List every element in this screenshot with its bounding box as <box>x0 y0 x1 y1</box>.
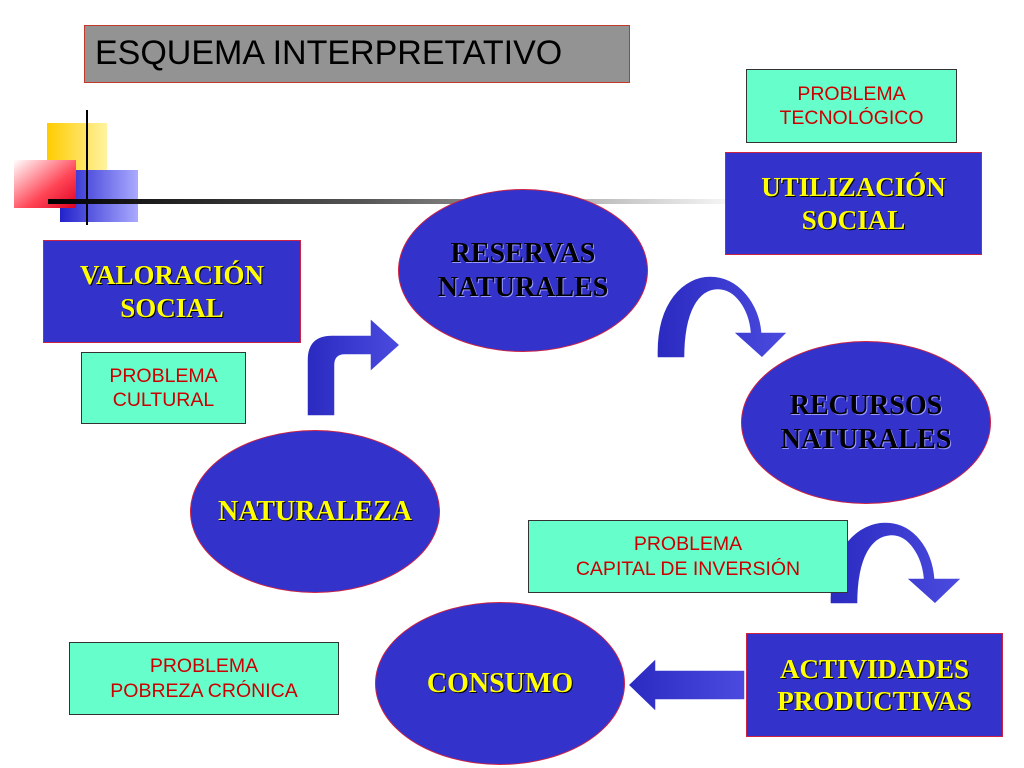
node-line: NATURALES <box>780 423 952 455</box>
node-line: RESERVAS <box>450 237 596 269</box>
problem-label: PROBLEMA <box>797 82 906 105</box>
node-line: NATURALES <box>437 271 609 303</box>
problem-label: PROBLEMA <box>633 533 743 556</box>
arrow-reservas-to-recursos <box>656 275 790 360</box>
node-naturaleza: NATURALEZA <box>190 430 440 593</box>
box-line: ACTIVIDADES <box>779 653 970 684</box>
box-valoracion-social: VALORACIÓN SOCIAL <box>43 240 301 343</box>
problem-cultural: PROBLEMA CULTURAL <box>81 352 246 424</box>
node-line: RECURSOS <box>789 389 943 421</box>
node-reservas-naturales: RESERVAS NATURALES <box>398 189 648 352</box>
arrow-recursos-to-actividades <box>829 521 964 606</box>
arrow-naturaleza-to-reservas <box>306 316 402 417</box>
corner-ornament <box>14 110 138 225</box>
problem-label: PROBLEMA <box>149 655 259 678</box>
box-line: PRODUCTIVAS <box>777 686 972 716</box>
node-line: CONSUMO <box>426 667 574 699</box>
problem-capital: PROBLEMA CAPITAL DE INVERSIÓN <box>528 520 848 593</box>
horizontal-rule <box>48 199 748 204</box>
box-actividades-productivas: ACTIVIDADES PRODUCTIVAS <box>746 633 1003 737</box>
title-box: ESQUEMA INTERPRETATIVO <box>84 25 630 83</box>
problem-tecnologico: PROBLEMA TECNOLÓGICO <box>746 69 957 143</box>
problem-detail: CULTURAL <box>112 389 215 411</box>
problem-detail: CAPITAL DE INVERSIÓN <box>575 557 801 580</box>
box-line: UTILIZACIÓN <box>761 172 946 203</box>
problem-label: PROBLEMA <box>109 364 218 387</box>
node-consumo: CONSUMO <box>375 602 625 765</box>
problem-detail: POBREZA CRÓNICA <box>110 679 298 702</box>
problem-detail: TECNOLÓGICO <box>779 107 924 129</box>
box-line: SOCIAL <box>801 204 906 235</box>
page-title: ESQUEMA INTERPRETATIVO <box>95 34 563 72</box>
problem-pobreza: PROBLEMA POBREZA CRÓNICA <box>69 642 339 715</box>
box-line: VALORACIÓN <box>79 260 265 291</box>
box-line: SOCIAL <box>120 292 224 323</box>
node-recursos-naturales: RECURSOS NATURALES <box>741 341 991 504</box>
box-utilizacion-social: UTILIZACIÓN SOCIAL <box>725 152 982 255</box>
arrow-actividades-to-consumo <box>626 656 746 714</box>
node-line: NATURALEZA <box>218 495 412 527</box>
